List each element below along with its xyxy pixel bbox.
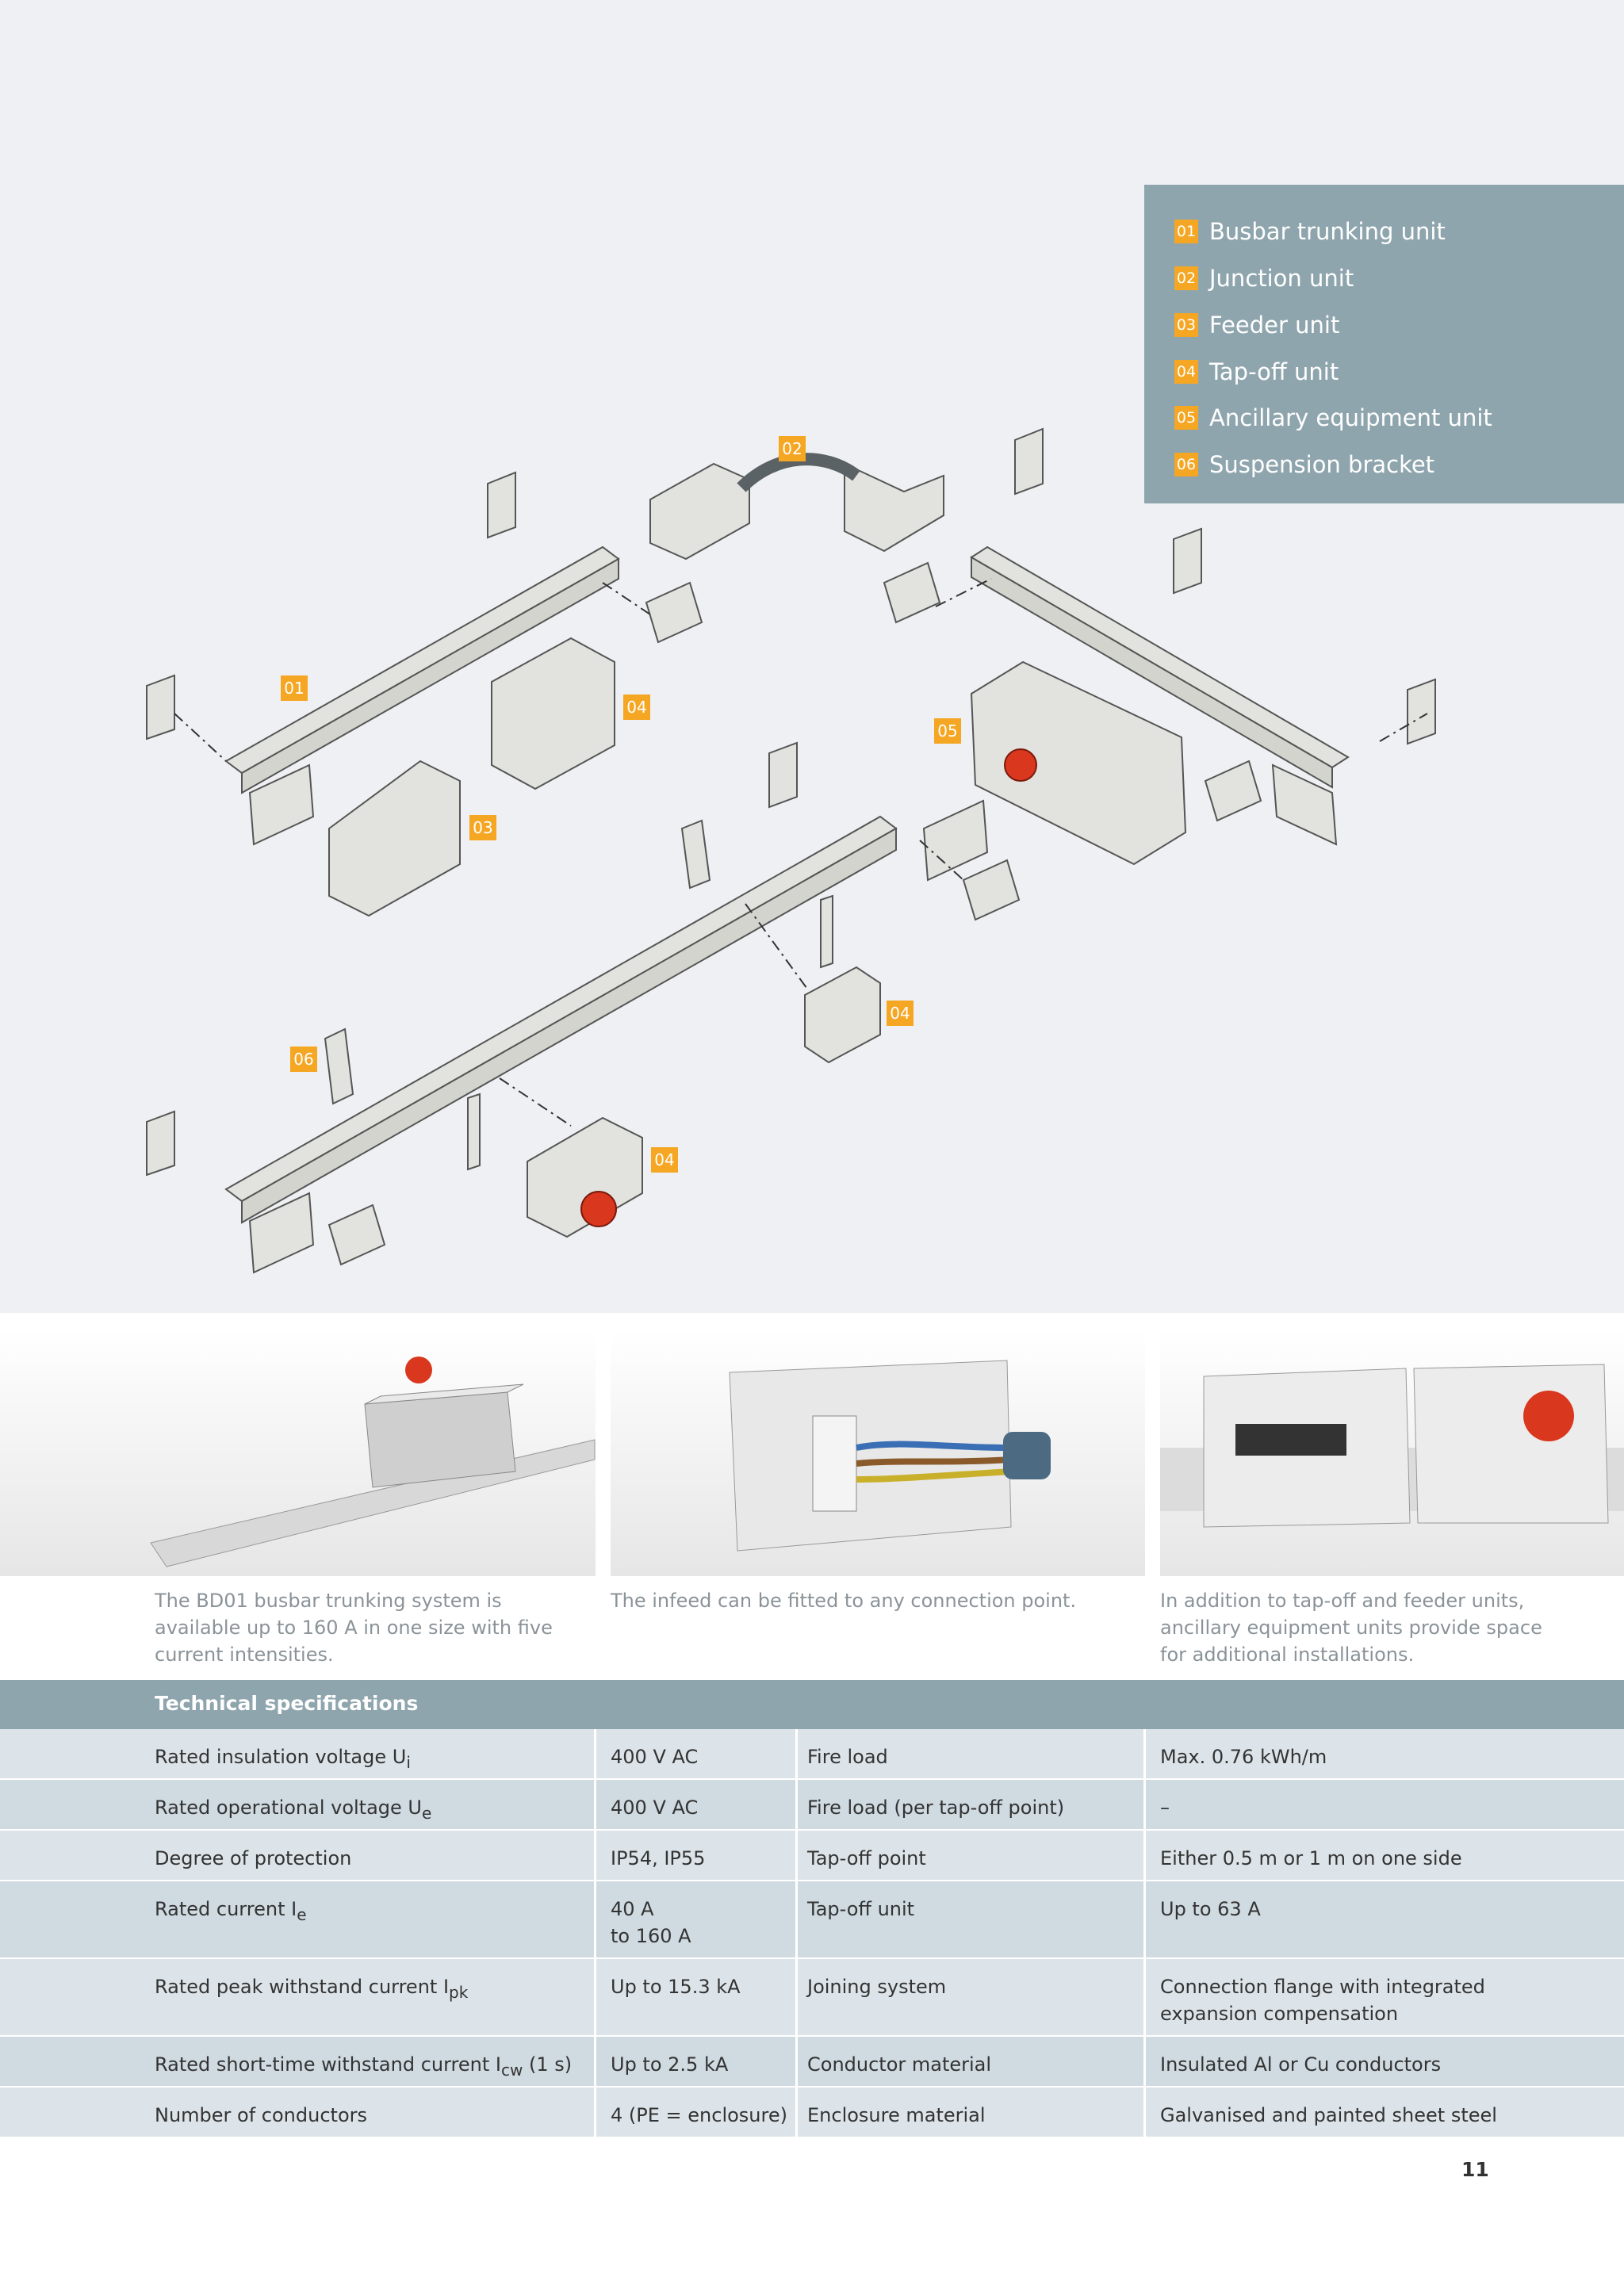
- callout-02: 02: [779, 436, 806, 461]
- spec-row: Rated peak withstand current Ipk Up to 1…: [0, 1959, 1624, 2035]
- spec-value-2: Up to 63 A: [1160, 1898, 1261, 1920]
- photo-infeed-box: [611, 1329, 1145, 1576]
- spec-label-2: Fire load: [807, 1746, 888, 1768]
- spec-row: Rated insulation voltage Ui 400 V AC Fir…: [0, 1729, 1624, 1778]
- spec-label-2: Enclosure material: [807, 2104, 986, 2126]
- legend-item: 02 Junction unit: [1174, 262, 1354, 294]
- spec-label: Rated short-time withstand current Icw (…: [155, 2053, 573, 2080]
- legend-item: 05 Ancillary equipment unit: [1174, 402, 1492, 434]
- legend-label: Junction unit: [1209, 265, 1354, 292]
- spec-row: Rated operational voltage Ue 400 V AC Fi…: [0, 1780, 1624, 1829]
- callout-04-upper: 04: [623, 695, 650, 720]
- spec-table-title: Technical specifications: [155, 1692, 419, 1715]
- legend-label: Feeder unit: [1209, 312, 1340, 339]
- spec-value: 400 V AC: [611, 1797, 699, 1819]
- spec-label: Degree of protection: [155, 1847, 352, 1869]
- spec-label: Number of conductors: [155, 2104, 367, 2126]
- spec-label: Rated current Ie: [155, 1898, 307, 1924]
- spec-label-2: Fire load (per tap-off point): [807, 1797, 1065, 1819]
- spec-value-2: Galvanised and painted sheet steel: [1160, 2104, 1497, 2126]
- callout-04-lower: 04: [651, 1147, 678, 1173]
- legend-number: 06: [1174, 453, 1198, 476]
- legend-item: 01 Busbar trunking unit: [1174, 216, 1446, 247]
- legend-number: 01: [1174, 220, 1198, 243]
- callout-06: 06: [290, 1047, 317, 1072]
- photo-ancillary-unit: [1160, 1329, 1624, 1576]
- spec-value-2: Max. 0.76 kWh/m: [1160, 1746, 1327, 1768]
- busbar-system-illustration: [146, 427, 1436, 1274]
- legend-label: Ancillary equipment unit: [1209, 404, 1492, 431]
- spec-value-2: –: [1160, 1797, 1170, 1819]
- caption-infeed: The infeed can be fitted to any connecti…: [611, 1590, 1077, 1612]
- legend-item: 03 Feeder unit: [1174, 309, 1339, 341]
- spec-label: Rated insulation voltage Ui: [155, 1746, 411, 1772]
- spec-label: Rated peak withstand current Ipk: [155, 1976, 469, 2002]
- spec-row: Degree of protection IP54, IP55 Tap-off …: [0, 1831, 1624, 1880]
- legend-label: Busbar trunking unit: [1209, 218, 1446, 245]
- legend-item: 04 Tap-off unit: [1174, 356, 1339, 388]
- legend-label: Suspension bracket: [1209, 451, 1435, 478]
- spec-label: Rated operational voltage Ue: [155, 1797, 432, 1823]
- legend-number: 05: [1174, 406, 1198, 430]
- spec-value: 400 V AC: [611, 1746, 699, 1768]
- legend-label: Tap-off unit: [1209, 358, 1339, 385]
- legend-number: 02: [1174, 266, 1198, 290]
- system-diagram: 01 02 03 04 05 04 06 04 01 Busbar trunki…: [0, 0, 1624, 1313]
- spec-value: Up to 15.3 kA: [611, 1976, 741, 1998]
- spec-label-2: Tap-off point: [807, 1847, 926, 1869]
- legend-item: 06 Suspension bracket: [1174, 449, 1434, 480]
- spec-value-2: Either 0.5 m or 1 m on one side: [1160, 1847, 1462, 1869]
- caption-ancillary: In addition to tap-off and feeder units,…: [1160, 1590, 1542, 1666]
- callout-05: 05: [934, 718, 961, 744]
- spec-table-header: Technical specifications: [0, 1680, 1624, 1729]
- spec-label-2: Joining system: [807, 1976, 947, 1998]
- spec-row: Rated short-time withstand current Icw (…: [0, 2037, 1624, 2086]
- legend-number: 04: [1174, 360, 1198, 384]
- callout-03: 03: [469, 815, 496, 840]
- spec-value-2: Insulated Al or Cu conductors: [1160, 2053, 1442, 2076]
- spec-value: Up to 2.5 kA: [611, 2053, 729, 2076]
- spec-value: 4 (PE = enclosure): [611, 2104, 787, 2126]
- legend-number: 03: [1174, 313, 1198, 337]
- spec-row: Number of conductors 4 (PE = enclosure) …: [0, 2087, 1624, 2137]
- page-number: 11: [1461, 2158, 1489, 2181]
- spec-label-2: Conductor material: [807, 2053, 992, 2076]
- caption-busbar: The BD01 busbar trunking system is avail…: [155, 1590, 553, 1666]
- spec-label-2: Tap-off unit: [807, 1898, 915, 1920]
- photo-busbar-tapoff: [0, 1329, 596, 1576]
- spec-value: IP54, IP55: [611, 1847, 706, 1869]
- callout-04-small: 04: [887, 1001, 914, 1026]
- callout-01: 01: [281, 675, 308, 701]
- legend-panel: 01 Busbar trunking unit 02 Junction unit…: [1144, 185, 1624, 503]
